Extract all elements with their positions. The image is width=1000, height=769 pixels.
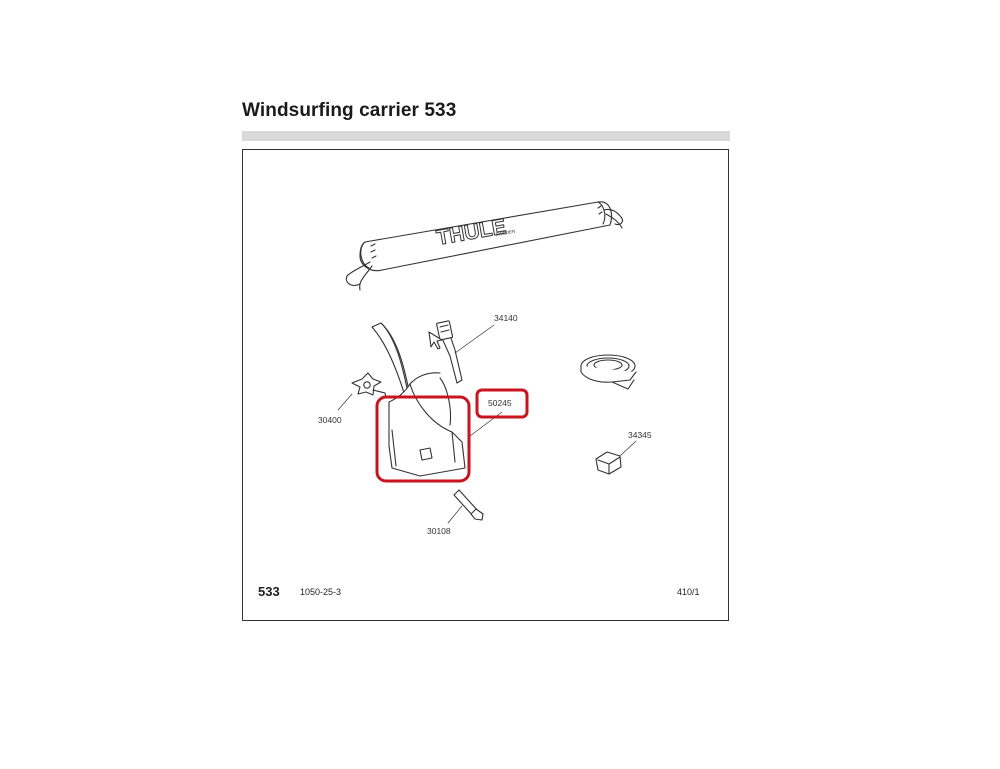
footer-page: 410/1 bbox=[677, 587, 700, 597]
bolt bbox=[453, 489, 484, 521]
footer-model: 533 bbox=[258, 584, 280, 599]
diagram-frame bbox=[242, 149, 729, 621]
cradle-highlight bbox=[375, 395, 471, 483]
label-34345: 34345 bbox=[628, 430, 652, 440]
title-divider bbox=[242, 131, 730, 141]
knob bbox=[351, 372, 387, 399]
buckle bbox=[595, 451, 622, 475]
label-30400: 30400 bbox=[318, 415, 342, 425]
label-34140: 34140 bbox=[494, 313, 518, 323]
label-50245: 50245 bbox=[488, 398, 512, 408]
footer-code: 1050-25-3 bbox=[300, 587, 342, 597]
coiled-strap bbox=[580, 354, 637, 390]
page-title: Windsurfing carrier 533 bbox=[242, 100, 457, 121]
thule-pad bbox=[345, 201, 623, 291]
label-30108: 30108 bbox=[427, 526, 451, 536]
leader-lines bbox=[337, 324, 637, 524]
strap bbox=[428, 320, 463, 384]
pad-logo-sub: SWEDEN bbox=[495, 229, 515, 237]
part-number-highlight bbox=[475, 388, 529, 419]
